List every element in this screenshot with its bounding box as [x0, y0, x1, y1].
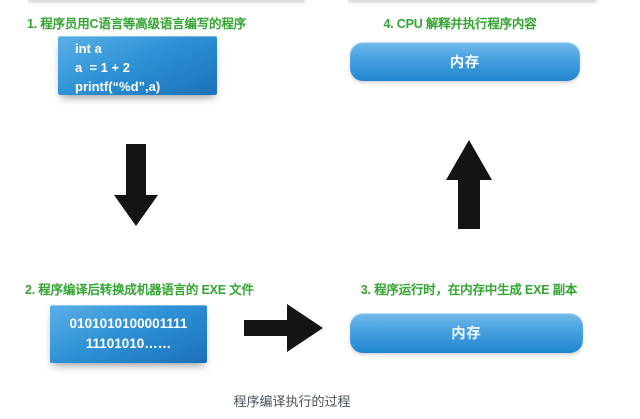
- memory-box-step4: 内存: [350, 42, 580, 81]
- step4-title: 4. CPU 解释并执行程序内容: [383, 17, 537, 31]
- code-line-2: a = 1 + 2: [75, 60, 130, 75]
- code-line-3: printf(“%d”,a): [75, 79, 161, 94]
- arrow-down-head: [114, 195, 158, 226]
- step1-title: 1. 程序员用C语言等高级语言编写的程序: [27, 17, 246, 31]
- code-line-1: int a: [75, 41, 102, 56]
- arrow-down-shaft: [126, 144, 146, 195]
- diagram-caption: 程序编译执行的过程: [233, 394, 351, 409]
- step2-title: 2. 程序编译后转换成机器语言的 EXE 文件: [25, 283, 254, 297]
- source-code-box: int a a = 1 + 2 printf(“%d”,a): [58, 36, 217, 95]
- memory-box-step3: 内存: [350, 313, 583, 353]
- binary-line-1: 0101010100001111: [69, 316, 188, 331]
- memory-label-step4: 内存: [450, 53, 480, 70]
- arrow-right-head: [287, 304, 323, 352]
- binary-code-box: 0101010100001111 11101010……: [50, 305, 207, 363]
- top-shadow-artifact-right: [348, 0, 597, 4]
- top-shadow-artifact-left: [28, 0, 305, 4]
- arrow-up-icon: [446, 140, 492, 229]
- arrow-up-head: [446, 140, 492, 180]
- memory-label-step3: 内存: [451, 325, 482, 341]
- arrow-up-shaft: [458, 180, 480, 229]
- arrow-down-icon: [114, 144, 158, 226]
- step3-title: 3. 程序运行时，在内存中生成 EXE 副本: [360, 283, 578, 297]
- binary-line-2: 11101010……: [85, 336, 172, 351]
- arrow-right-shaft: [244, 320, 288, 336]
- arrow-right-icon: [244, 304, 323, 352]
